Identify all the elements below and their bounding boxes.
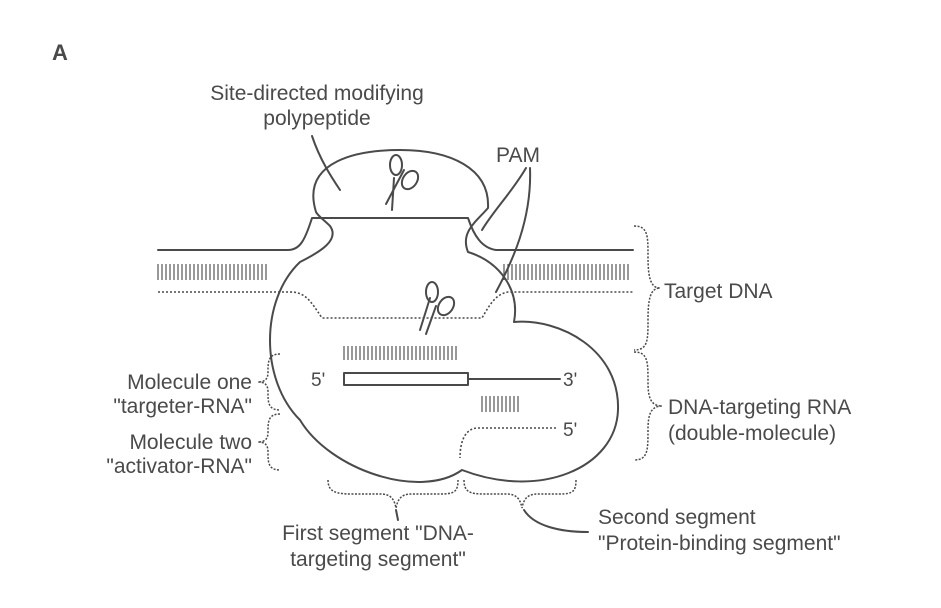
molecule-one-label-line1: Molecule one: [127, 371, 252, 394]
molecule-two-brace: [257, 413, 281, 471]
polypeptide-label-line2: polypeptide: [263, 107, 370, 130]
molecule-two-label-line1: Molecule two: [129, 431, 252, 454]
dna-bottom-strand: [158, 291, 633, 319]
activator-rna-strand: [459, 427, 556, 459]
molecule-one-label-line2: "targeter-RNA": [113, 395, 252, 418]
dna-left-base-pairs: [157, 264, 267, 280]
pam-leader-line-2: [495, 167, 532, 293]
dna-top-strand: [157, 217, 634, 251]
targeter-five-prime-label: 5': [311, 370, 325, 391]
second-segment-leader-line: [523, 509, 589, 533]
second-segment-label-line1: Second segment: [598, 506, 756, 529]
first-segment-leader-line: [395, 509, 399, 521]
polypeptide-leader-line: [311, 135, 341, 191]
targeter-dna-base-pairs: [343, 346, 457, 360]
target-dna-label: Target DNA: [664, 280, 773, 303]
pam-leader-line-1: [481, 167, 527, 231]
dna-targeting-rna-label-line2: (double-molecule): [668, 422, 836, 445]
first-segment-label-line1: First segment "DNA-: [282, 522, 474, 545]
polypeptide-outline: [269, 149, 620, 483]
dna-right-base-pairs: [503, 264, 629, 280]
second-segment-label-line2: "Protein-binding segment": [598, 532, 841, 555]
targeter-activator-base-pairs: [481, 396, 519, 412]
second-segment-brace: [463, 479, 577, 509]
polypeptide-label-line1: Site-directed modifying: [210, 82, 424, 105]
scissors-top-icon: [385, 154, 420, 211]
pam-label: PAM: [496, 144, 540, 167]
dna-targeting-rna-label-line1: DNA-targeting RNA: [668, 396, 851, 419]
panel-label: A: [52, 40, 68, 65]
first-segment-label-line2: targeting segment": [290, 548, 466, 571]
first-segment-brace: [327, 479, 459, 509]
scissors-bottom-icon: [419, 281, 456, 335]
targeter-three-prime-label: 3': [563, 370, 577, 391]
dna-targeting-rna-brace: [633, 351, 663, 461]
targeter-rna-spacer-box: [343, 372, 469, 386]
activator-five-prime-label: 5': [563, 420, 577, 441]
target-dna-brace: [633, 225, 661, 351]
molecule-two-label-line2: "activator-RNA": [106, 455, 252, 478]
